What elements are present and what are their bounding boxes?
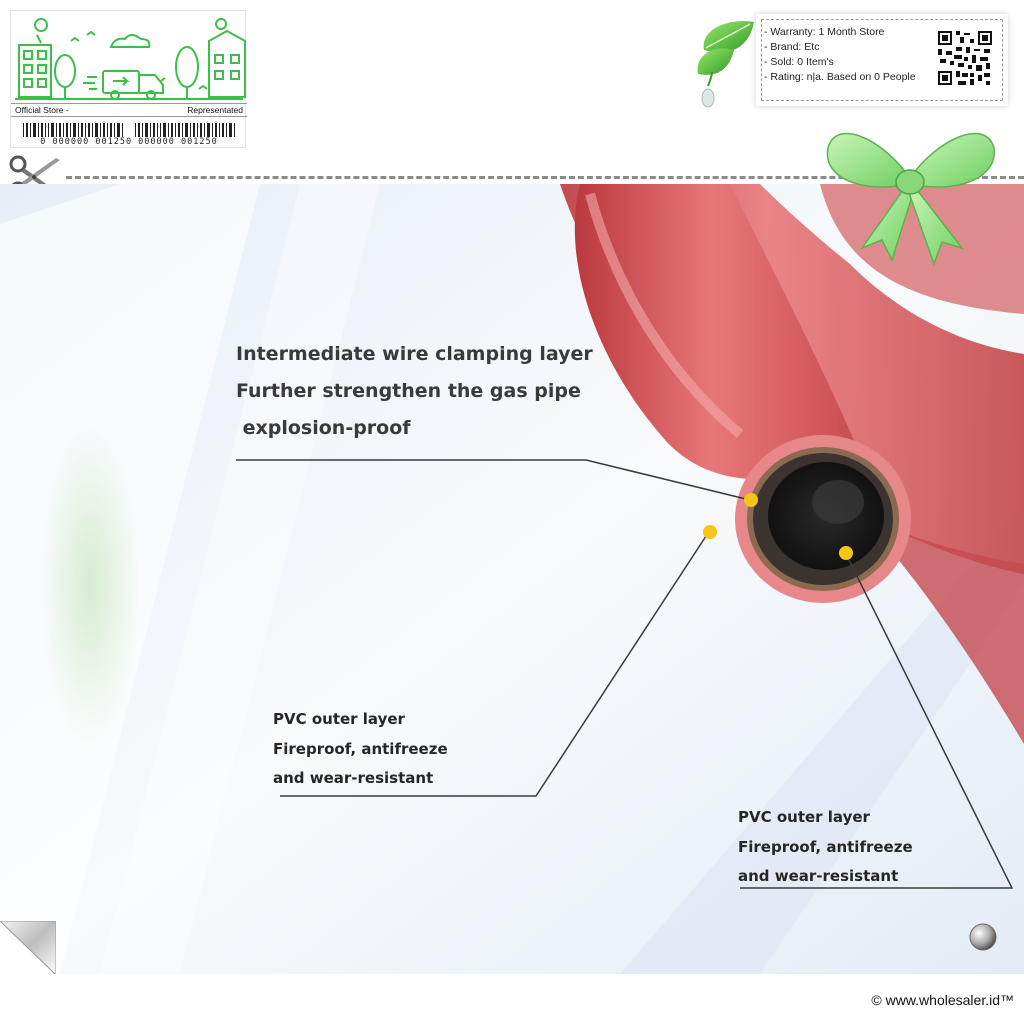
leader-line-left [280, 529, 711, 797]
leader-line-right [740, 553, 1014, 889]
cut-line [66, 176, 1024, 179]
store-badge: Official Store - Representated 0 000000 … [10, 10, 247, 148]
outer-layer-label-left: PVC outer layer Fireproof, antifreeze an… [273, 705, 448, 794]
city-delivery-illustration [15, 18, 246, 100]
info-card: - Warranty: 1 Month Store - Brand: Etc -… [756, 14, 1008, 106]
hose-illustration [0, 184, 1024, 974]
product-image [0, 184, 1024, 974]
page-curl-icon [0, 921, 56, 975]
outer-left-line-1: PVC outer layer [273, 710, 405, 728]
outer-left-line-3: and wear-resistant [273, 769, 434, 787]
info-sold: - Sold: 0 Item's [764, 56, 834, 68]
footer-band [0, 974, 1024, 1024]
marker-outer-right [839, 546, 853, 560]
info-list: - Warranty: 1 Month Store - Brand: Etc -… [764, 25, 916, 85]
outer-left-line-2: Fireproof, antifreeze [273, 739, 448, 758]
qr-code-icon[interactable] [936, 29, 994, 87]
marker-wire-layer [744, 493, 758, 507]
wire-layer-line-3: explosion-proof [236, 417, 411, 439]
wire-layer-label: Intermediate wire clamping layer Further… [236, 336, 593, 447]
wire-layer-line-2: Further strengthen the gas pipe [236, 380, 581, 402]
store-left-label: Official Store - [15, 105, 69, 115]
wire-layer-line-1: Intermediate wire clamping layer [236, 343, 593, 365]
leaf-icon [697, 21, 754, 108]
barcode-text: 0 000000 001250 000000 001250 [40, 137, 218, 147]
store-right-label: Representated [187, 105, 243, 115]
marker-outer-left [703, 525, 717, 539]
outer-right-line-1: PVC outer layer [738, 808, 870, 826]
leader-line-top [236, 459, 751, 501]
outer-layer-label-right: PVC outer layer Fireproof, antifreeze an… [738, 803, 913, 892]
outer-right-line-3: and wear-resistant [738, 867, 899, 885]
barcode-icon [23, 123, 235, 137]
info-rating: - Rating: n|a. Based on 0 People [764, 71, 916, 83]
pin-icon [969, 923, 997, 951]
info-card-border [761, 19, 1003, 101]
copyright-text: © www.wholesaler.id™ [871, 992, 1014, 1008]
outer-right-line-2: Fireproof, antifreeze [738, 837, 913, 856]
info-brand: - Brand: Etc [764, 41, 820, 53]
info-warranty: - Warranty: 1 Month Store [764, 26, 885, 38]
bow-icon [826, 132, 995, 267]
store-strip: Official Store - Representated [11, 103, 247, 117]
